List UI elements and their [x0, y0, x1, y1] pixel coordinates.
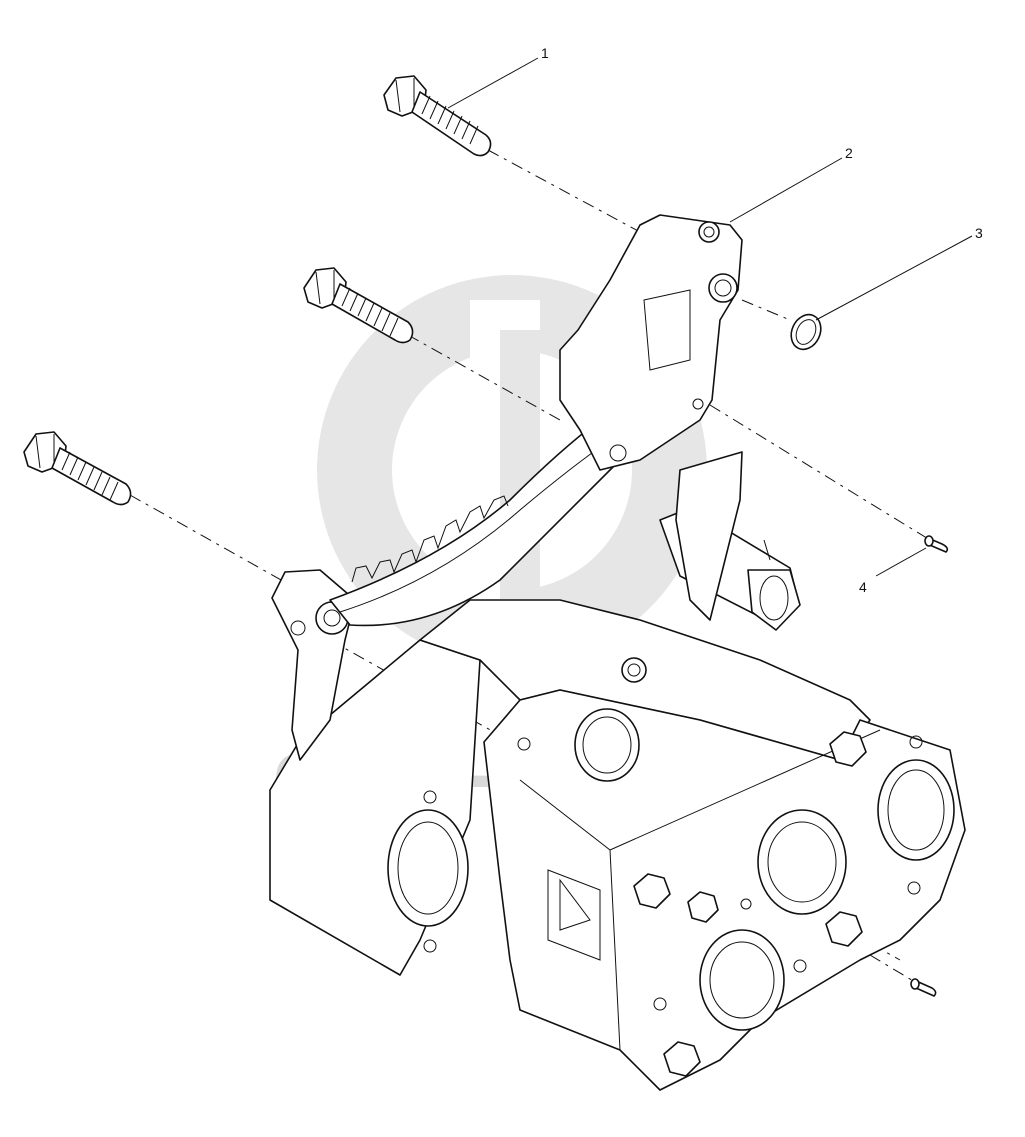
- drive-gear-teeth: [351, 495, 509, 583]
- oil-pump-housing: [269, 214, 966, 1091]
- callout-1: 1: [447, 45, 549, 109]
- callout-4: 4: [859, 547, 927, 595]
- callout-3: 3: [815, 225, 983, 321]
- callout-label-1: 1: [541, 45, 549, 61]
- callout-label-2: 2: [845, 145, 853, 161]
- dowel-pin-part-4: [924, 535, 949, 553]
- dowel-pin-lower: [910, 978, 937, 997]
- housing-hex-bolts: [633, 731, 867, 1077]
- bolt-part-1-top: [383, 75, 492, 157]
- seal-ring-part-3: [790, 313, 822, 351]
- callout-label-4: 4: [859, 579, 867, 595]
- bolt-lower-left: [23, 431, 132, 506]
- callout-label-3: 3: [975, 225, 983, 241]
- bolt-middle: [303, 267, 414, 344]
- callout-2: 2: [729, 145, 853, 223]
